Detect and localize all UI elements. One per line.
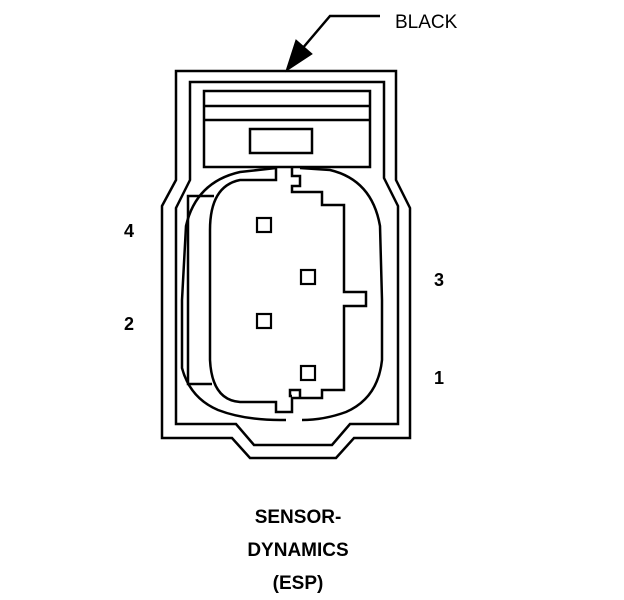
pin-labels: 4 2 3 1 [124,221,444,388]
pin-label-4: 4 [124,221,134,241]
connector-face [180,166,384,422]
housing-inner-outline [174,80,400,447]
caption-line-3: (ESP) [273,573,324,594]
pin-label-2: 2 [124,314,134,334]
connector-caption: SENSOR- DYNAMICS (ESP) [247,507,348,594]
caption-line-2: DYNAMICS [247,540,348,561]
latch-tab [248,127,314,155]
pin-label-3: 3 [434,270,444,290]
terminal-cavities [255,216,317,382]
cavity-pin-1 [299,364,317,382]
cavity-pin-4 [255,216,273,234]
cavity-pin-2 [255,312,273,330]
caption-line-1: SENSOR- [255,507,342,528]
cavity-pin-3 [299,268,317,286]
terminal-body-outline [208,168,368,414]
housing-outer-outline [160,69,412,460]
color-callout: BLACK [285,12,458,73]
body-left-flat [186,194,214,386]
callout-leader-line [295,14,380,57]
housing-latch-frame [202,89,372,169]
callout-arrowhead [285,39,313,73]
color-label: BLACK [395,12,458,33]
pin-label-1: 1 [434,368,444,388]
connector-housing [160,69,412,460]
